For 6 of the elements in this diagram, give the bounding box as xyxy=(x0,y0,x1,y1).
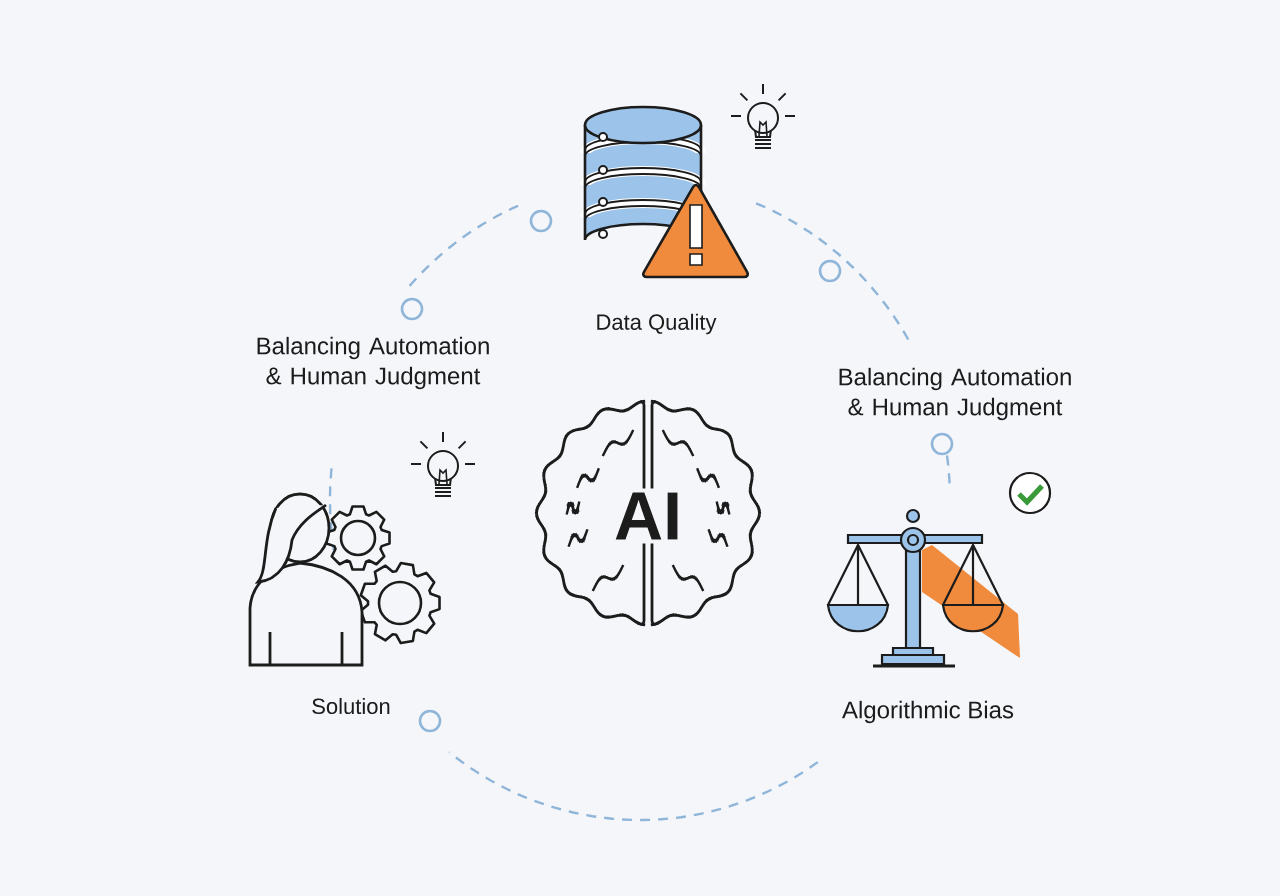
annotation-text: Balancing Automation & Human Judgment xyxy=(257,336,489,390)
node-label: Data Quality xyxy=(591,309,721,339)
annotation-text: Balancing Automation & Human Judgment xyxy=(839,367,1071,421)
brain-label: AI xyxy=(610,488,686,544)
node-label: Solution xyxy=(307,693,395,719)
node-label: Algorithmic Bias xyxy=(838,696,1019,728)
